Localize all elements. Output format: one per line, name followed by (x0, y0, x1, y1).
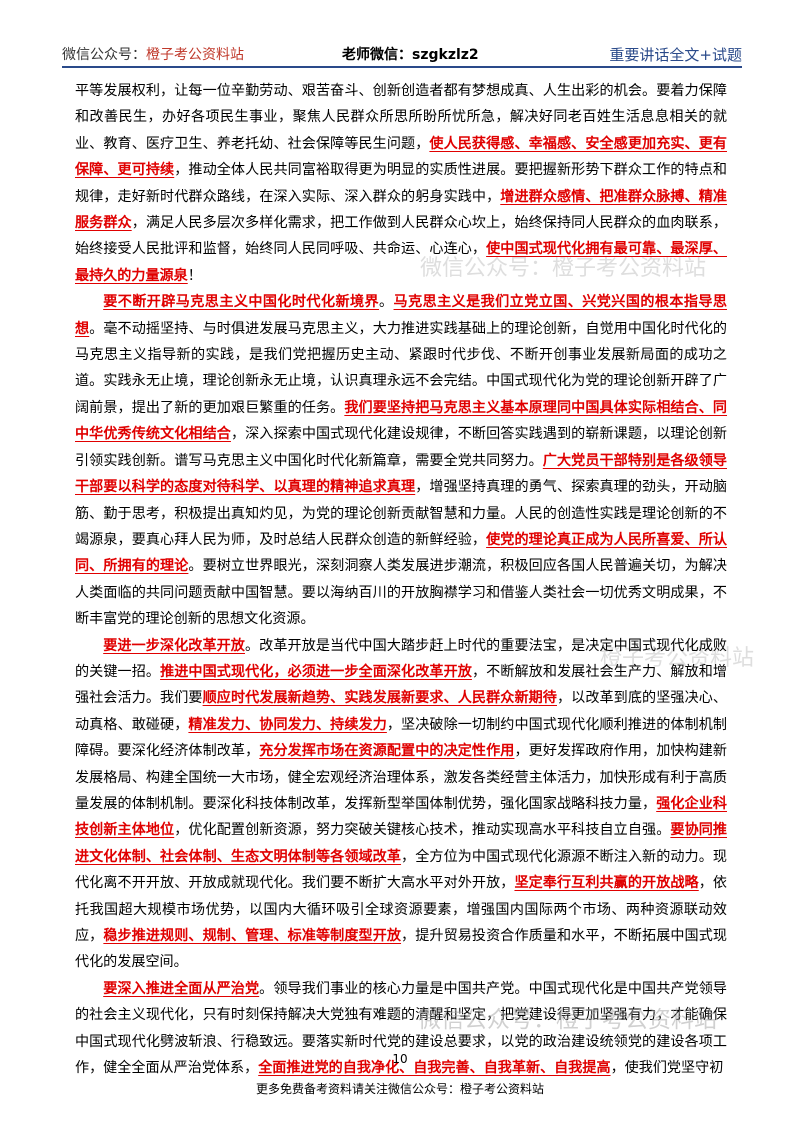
header-wechat-account: 微信公众号：橙子考公资料站 (62, 47, 244, 63)
body-text: ，提升贸易投资合作质量和水平，不断拓展中国式现代化的发展空间。 (75, 928, 728, 971)
body-text: ，坚决破除一切制约中国式现代化顺利推进的体制机制障碍。要深化经济体制改革， (75, 716, 728, 760)
emphasized-text: 广大党员干部特别是各级领导干部要以科学的态度对待科学、以真理的精神追求真理 (75, 452, 727, 496)
emphasized-text: 推进中国式现代化，必须进一步全面深化改革开放 (160, 663, 472, 680)
body-text: ，深入探索中国式现代化建设规律，不断回答实践遇到的崭新课题，以理论创新引领实践创… (75, 426, 728, 469)
emphasized-text: 顺应时代发展新趋势、实践发展新要求、人民群众新期待 (202, 690, 557, 707)
page-header: 微信公众号：橙子考公资料站 老师微信：szgkzlz2 重要讲话全文+试题 (62, 40, 742, 68)
paragraph: 要深入推进全面从严治党。领导我们事业的核心力量是中国共产党。中国式现代化是中国共… (75, 976, 727, 1082)
emphasized-text: 要深入推进全面从严治党 (103, 980, 260, 997)
emphasized-text: 充分发挥市场在资源配置中的决定性作用 (259, 743, 515, 760)
paragraph: 要不断开辟马克思主义中国化时代化新境界。马克思主义是我们立党立国、兴党兴国的根本… (75, 289, 727, 632)
body-text: ，更好发挥政府作用，加快构建新发展格局、构建全国统一大市场，健全宏观经济治理体系… (75, 743, 728, 812)
body-text: ，使我们党坚守初 (610, 1060, 724, 1077)
body-text: ，满足人民多层次多样化需求，把工作做到人民群众心坎上，始终保持同人民群众的血肉联… (75, 215, 727, 258)
emphasized-text: 使人民获得感、幸福感、安全感更加充实、更有保障、更可持续 (75, 135, 727, 179)
body-text: ，依托我国超大规模市场优势，以国内大循环吸引全球资源要素，增强国内国际两个市场、… (75, 875, 728, 944)
body-text: 。领导我们事业的核心力量是中国共产党。中国式现代化是中国共产党领导的社会主义现代… (75, 980, 728, 1077)
emphasized-text: 我们要坚持把马克思主义基本原理同中国具体实际相结合、同中华优秀传统文化相结合 (75, 399, 728, 443)
emphasized-text: 要进一步深化改革开放 (103, 637, 245, 654)
emphasized-text: 坚定奉行互利共赢的开放战略 (514, 875, 699, 892)
paragraph: 平等发展权利，让每一位辛勤劳动、艰苦奋斗、创新创造者都有梦想成真、人生出彩的机会… (75, 78, 727, 289)
emphasized-text: 全面推进党的自我净化、自我完善、自我革新、自我提高 (258, 1060, 611, 1077)
body-text: ，优化配置创新资源，努力突破关键核心技术，推动实现高水平科技自立自强。 (174, 822, 671, 839)
body-text: ，以改革到底的坚强决心、动真格、敢碰硬， (75, 690, 728, 733)
emphasized-text: 增进群众感情、把准群众脉搏、精准服务群众 (75, 188, 728, 232)
body-text: 平等发展权利，让每一位辛勤劳动、艰苦奋斗、创新创造者都有梦想成真、人生出彩的机会… (75, 83, 727, 152)
emphasized-text: 要不断开辟马克思主义中国化时代化新境界 (103, 294, 380, 311)
emphasized-text: 使中国式现代化拥有最可靠、最深厚、最持久的力量源泉 (75, 241, 727, 284)
body-text: ，不断解放和发展社会生产力、解放和增强社会活力。我们要 (75, 663, 728, 707)
emphasized-text: 稳步推进规则、规制、管理、标准等制度型开放 (103, 928, 402, 944)
emphasized-text: 精准发力、协同发力、持续发力 (188, 716, 387, 733)
body-text: ，推动全体人民共同富裕取得更为明显的实质性进展。要把握新形势下群众工作的特点和规… (75, 162, 728, 205)
body-text: 。改革开放是当代中国大踏步赶上时代的重要法宝，是决定中国式现代化成败的关键一招。 (75, 637, 727, 680)
body-text: ，全方位为中国式现代化源源不断注入新的动力。现代化离不开开放、开放成就现代化。我… (75, 848, 728, 892)
body-text: 。毫不动摇坚持、与时俱进发展马克思主义，大力推进实践基础上的理论创新，自觉用中国… (75, 320, 728, 416)
emphasized-text: 强化企业科技创新主体地位 (75, 795, 727, 839)
emphasized-text: 马克思主义是我们立党立国、兴党兴国的根本指导思想 (75, 294, 728, 337)
document-body: 平等发展权利，让每一位辛勤劳动、艰苦奋斗、创新创造者都有梦想成真、人生出彩的机会… (75, 78, 727, 1081)
body-text: ，增强坚持真理的勇气、探索真理的劲头，开动脑筋、勤于思考，积极提出真知灼见，为党… (75, 479, 727, 548)
emphasized-text: 使党的理论真正成为人民所喜爱、所认同、所拥有的理论 (75, 531, 727, 575)
paragraph: 要进一步深化改革开放。改革开放是当代中国大踏步赶上时代的重要法宝，是决定中国式现… (75, 633, 727, 976)
header-title: 重要讲话全文+试题 (609, 46, 742, 64)
page-footer: 更多免费备考资料请关注微信公众号：橙子考公资料站 (255, 1082, 544, 1096)
body-text: 。要树立世界眼光，深刻洞察人类发展进步潮流，积极回应各国人民普遍关切，为解决人类… (75, 558, 727, 628)
body-text: 。 (379, 294, 394, 311)
body-text: ！ (187, 267, 202, 284)
header-teacher-wechat: 老师微信：szgkzlz2 (342, 47, 479, 63)
page-number: 10 (392, 1052, 408, 1066)
emphasized-text: 要协同推进文化体制、社会体制、生态文明体制等各领域改革 (75, 822, 728, 865)
